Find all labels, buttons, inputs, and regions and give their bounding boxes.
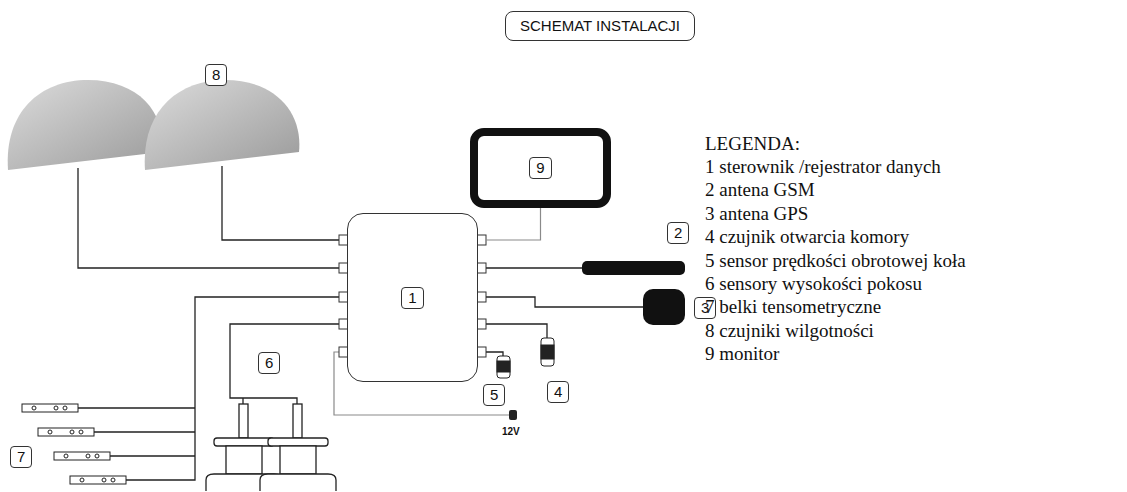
legend-text: 5 sensor prędkości obrotowej koła <box>705 250 966 271</box>
humidity-sensors <box>8 80 300 170</box>
legend-text: 6 sensory wysokości pokosu <box>705 273 922 294</box>
legend-text: 9 monitor <box>705 343 779 364</box>
monitor-cable <box>486 208 541 240</box>
legend-item: 2 antena GSM <box>705 178 966 201</box>
legend-item: 4 czujnik otwarcia komory <box>705 225 966 248</box>
callout-number: 6 <box>258 352 280 374</box>
legend-text: 7 belki tensometryczne <box>705 296 881 317</box>
height-sensors <box>206 404 336 491</box>
cylinder-sensors <box>497 338 554 378</box>
legend-item: 7 belki tensometryczne <box>705 295 966 318</box>
legend-text: 3 antena GPS <box>705 203 808 224</box>
power-source <box>509 410 517 420</box>
load-beams <box>22 404 126 484</box>
callout-number: 2 <box>667 222 689 244</box>
callout-number: 8 <box>205 64 227 86</box>
callout-number: 5 <box>483 384 505 406</box>
diagram-title: SCHEMAT INSTALACJI <box>505 11 695 41</box>
legend-item: 9 monitor <box>705 342 966 365</box>
legend-heading: LEGENDA: <box>705 132 800 155</box>
voltage-label: 12V <box>502 426 520 437</box>
callout-number: 1 <box>401 287 423 309</box>
monitor-screen: 9 <box>470 128 611 208</box>
legend-list: 1 sterownik /rejestrator danych2 antena … <box>705 155 966 366</box>
gsm-antenna <box>582 261 685 275</box>
callout-number: 7 <box>10 446 32 468</box>
legend-text: 8 czujniki wilgotności <box>705 320 874 341</box>
callout-number: 4 <box>547 381 569 403</box>
legend-item: 6 sensory wysokości pokosu <box>705 272 966 295</box>
callout-number: 9 <box>529 157 551 179</box>
legend-item: 1 sterownik /rejestrator danych <box>705 155 966 178</box>
legend-text: 4 czujnik otwarcia komory <box>705 226 909 247</box>
legend-item: 5 sensor prędkości obrotowej koła <box>705 249 966 272</box>
controller-box: 1 <box>347 213 478 382</box>
legend-text: 2 antena GSM <box>705 179 815 200</box>
legend-item: 3 antena GPS <box>705 202 966 225</box>
legend-text: 1 sterownik /rejestrator danych <box>705 156 941 177</box>
legend-item: 8 czujniki wilgotności <box>705 319 966 342</box>
wires <box>78 166 645 480</box>
gps-antenna <box>643 289 685 325</box>
